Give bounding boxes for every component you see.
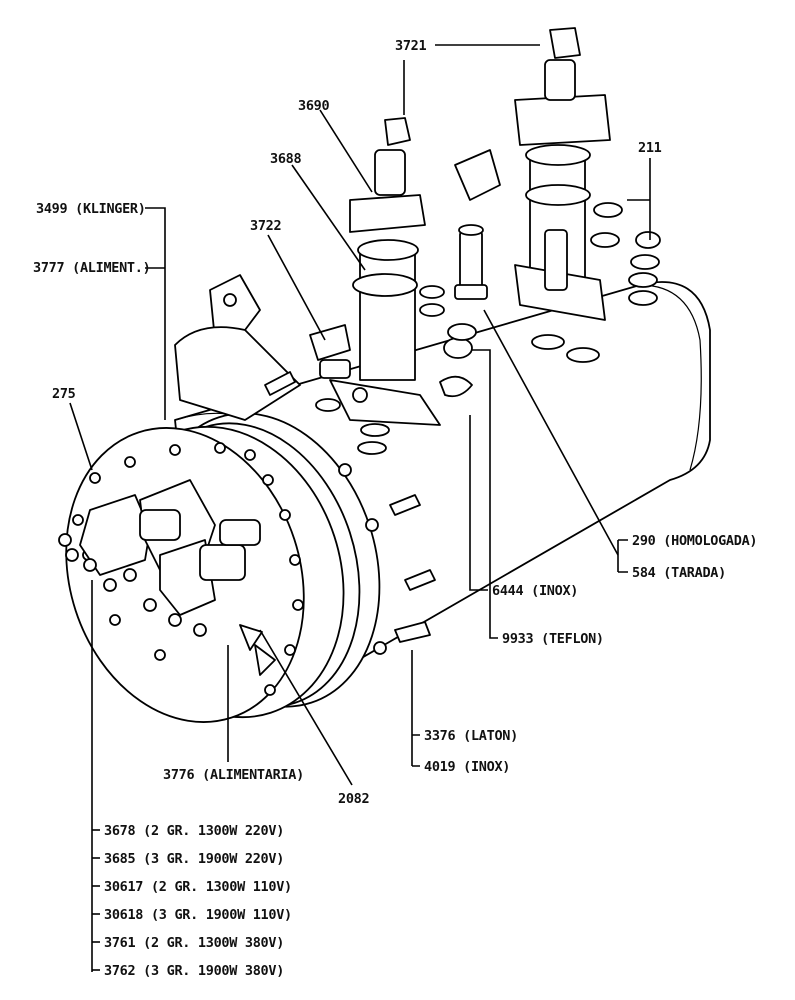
- part-labels: 3721 3690 3688 211 3499 (KLINGER) 3722 3…: [33, 38, 758, 979]
- heater-label: 3678 (2 GR. 1300W 220V): [104, 823, 284, 839]
- label-3722: 3722: [250, 218, 281, 234]
- label-3721: 3721: [395, 38, 426, 54]
- label-3776: 3776 (ALIMENTARIA): [163, 767, 304, 783]
- side-bolts: [338, 463, 436, 655]
- label-584: 584 (TARADA): [632, 565, 726, 581]
- label-2082: 2082: [338, 791, 369, 807]
- heater-label: 30617 (2 GR. 1300W 110V): [104, 879, 292, 895]
- heater-element: [58, 479, 261, 637]
- small-fittings: [439, 323, 477, 398]
- heater-label: 3685 (3 GR. 1900W 220V): [104, 851, 284, 867]
- fitting-3722: [264, 324, 351, 396]
- pressure-valve-290: [454, 224, 488, 300]
- rear-flange: [174, 274, 301, 421]
- label-3376: 3376 (LATON): [424, 728, 518, 744]
- label-3777: 3777 (ALIMENT.): [33, 260, 150, 276]
- label-3688: 3688: [270, 151, 301, 167]
- label-6444: 6444 (INOX): [492, 583, 578, 599]
- label-3499: 3499 (KLINGER): [36, 201, 146, 217]
- label-9933: 9933 (TEFLON): [502, 631, 604, 647]
- heater-label: 30618 (3 GR. 1900W 110V): [104, 907, 292, 923]
- valve-column-right: [454, 27, 611, 321]
- label-275: 275: [52, 386, 76, 402]
- gasket: [239, 624, 276, 676]
- valve-column-left: [329, 117, 441, 426]
- leader-lines: [69, 44, 651, 972]
- heater-label: 3762 (3 GR. 1900W 380V): [104, 963, 284, 979]
- flange-bolt-holes: [72, 442, 304, 696]
- label-290: 290 (HOMOLOGADA): [632, 533, 757, 549]
- label-4019: 4019 (INOX): [424, 759, 510, 775]
- springs-211: [315, 202, 661, 455]
- label-211: 211: [638, 140, 662, 156]
- label-3690: 3690: [298, 98, 329, 114]
- heater-label: 3761 (2 GR. 1300W 380V): [104, 935, 284, 951]
